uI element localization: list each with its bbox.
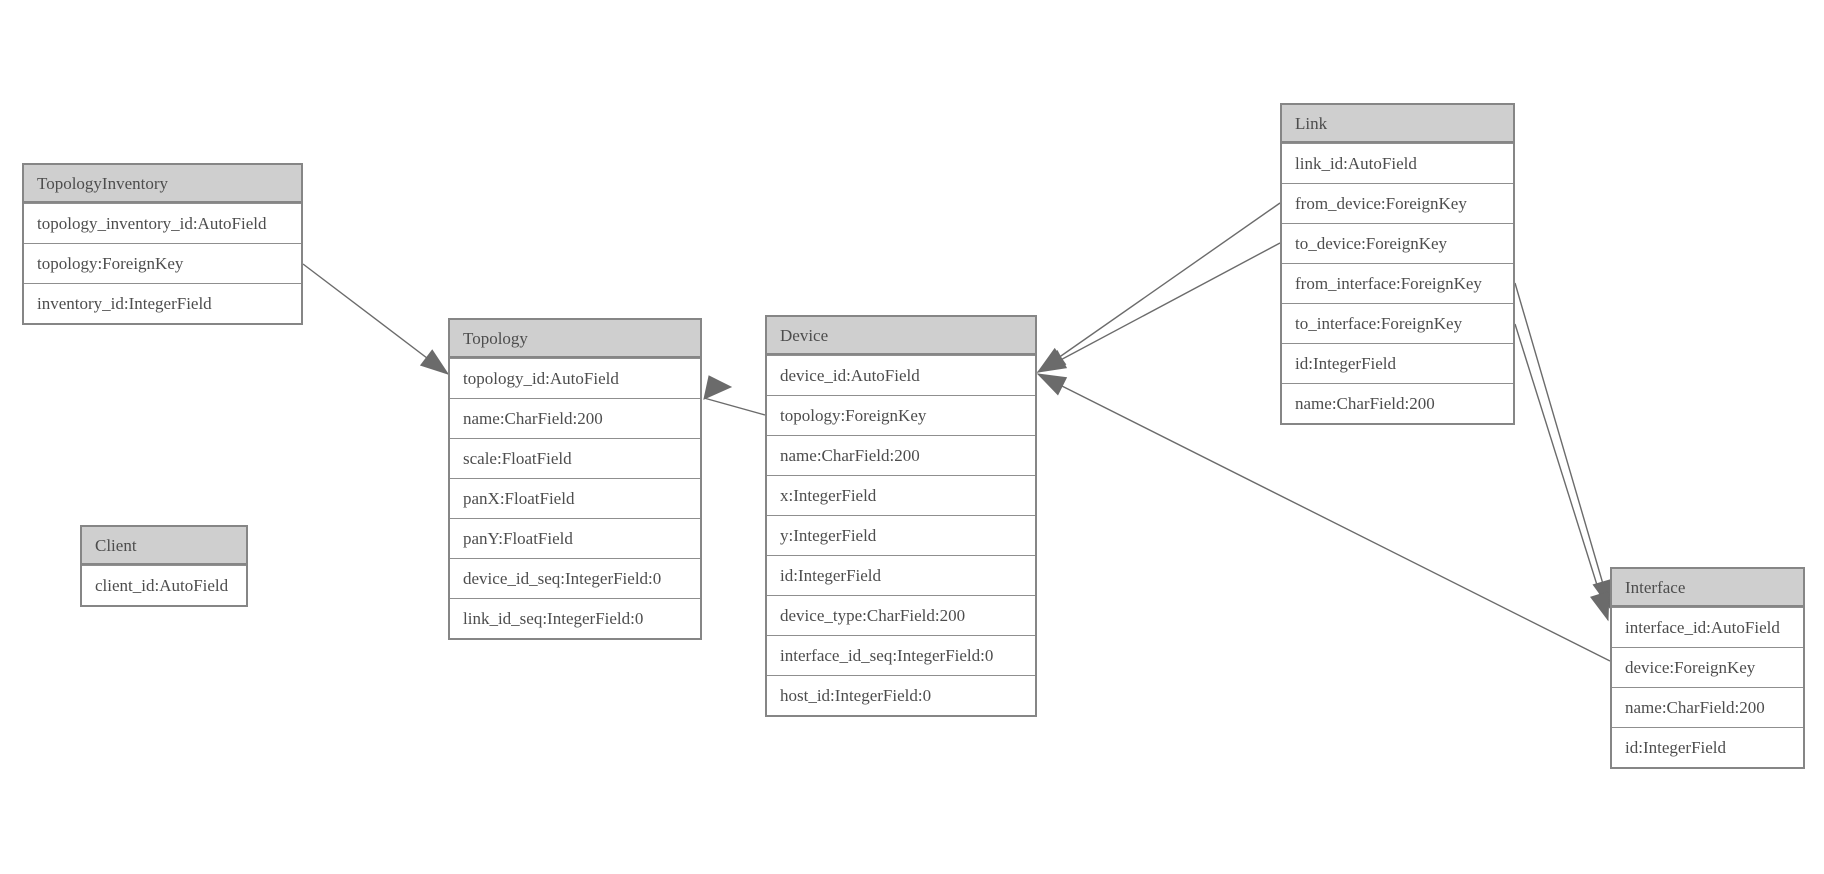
entity-title: Device [767,317,1035,355]
field-row: device_id_seq:IntegerField:0 [450,558,700,598]
field-row: x:IntegerField [767,475,1035,515]
field-row: device_type:CharField:200 [767,595,1035,635]
field-row: to_interface:ForeignKey [1282,303,1513,343]
relationship-arrowhead [1036,373,1068,396]
field-row: link_id_seq:IntegerField:0 [450,598,700,638]
relationship-arrowhead [419,349,450,375]
field-row: topology:ForeignKey [767,395,1035,435]
field-row: panX:FloatField [450,478,700,518]
entity-title: Client [82,527,246,565]
relationship-line [302,263,449,375]
field-row: to_device:ForeignKey [1282,223,1513,263]
field-row: device_id:AutoField [767,355,1035,395]
relationship-line [1514,323,1609,621]
relationship-arrowhead [1036,350,1068,373]
field-row: link_id:AutoField [1282,143,1513,183]
field-row: inventory_id:IntegerField [24,283,301,323]
field-row: panY:FloatField [450,518,700,558]
field-row: from_interface:ForeignKey [1282,263,1513,303]
relationship-line [703,397,766,416]
field-row: id:IntegerField [1282,343,1513,383]
field-row: device:ForeignKey [1612,647,1803,687]
field-row: scale:FloatField [450,438,700,478]
field-row: from_device:ForeignKey [1282,183,1513,223]
relationship-line [1037,242,1281,373]
relationship-arrowhead [703,375,733,400]
field-row: client_id:AutoField [82,565,246,605]
field-row: interface_id_seq:IntegerField:0 [767,635,1035,675]
relationship-line [1514,282,1611,609]
field-row: name:CharField:200 [767,435,1035,475]
field-row: name:CharField:200 [1282,383,1513,423]
field-row: name:CharField:200 [1612,687,1803,727]
field-row: y:IntegerField [767,515,1035,555]
entity-title: Topology [450,320,700,358]
relationship-line [1037,373,1611,662]
entity-title: Link [1282,105,1513,143]
entity-title: TopologyInventory [24,165,301,203]
field-row: host_id:IntegerField:0 [767,675,1035,715]
entity-title: Interface [1612,569,1803,607]
field-row: topology:ForeignKey [24,243,301,283]
field-row: interface_id:AutoField [1612,607,1803,647]
field-row: id:IntegerField [767,555,1035,595]
relationship-line [1037,202,1281,373]
field-row: name:CharField:200 [450,398,700,438]
field-row: topology_inventory_id:AutoField [24,203,301,243]
field-row: topology_id:AutoField [450,358,700,398]
relationship-arrowhead [1590,590,1610,622]
field-row: id:IntegerField [1612,727,1803,767]
